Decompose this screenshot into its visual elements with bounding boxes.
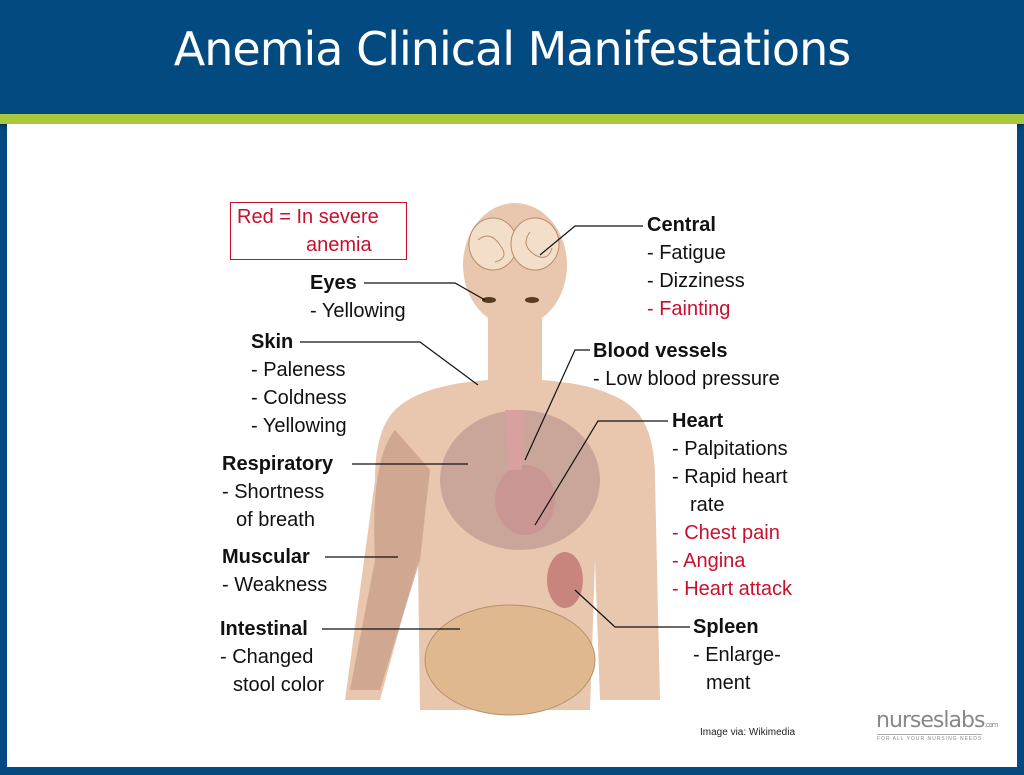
spleen-group: Spleen - Enlarge- ment — [693, 613, 781, 697]
group-title: Respiratory — [222, 453, 334, 475]
symptom: - Rapid heart — [672, 466, 788, 488]
legend-line: anemia — [306, 234, 372, 256]
symptom: - Palpitations — [672, 438, 788, 460]
logo-name: nurseslabs — [876, 708, 985, 733]
nurseslabs-logo: nurseslabs.com — [876, 708, 999, 733]
symptom: - Fatigue — [647, 242, 726, 264]
group-title: Spleen — [693, 616, 759, 638]
severe-symptom: - Chest pain — [672, 522, 780, 544]
severe-symptom: - Heart attack — [672, 578, 793, 600]
symptom: - Coldness — [251, 387, 347, 409]
symptom: - Yellowing — [310, 300, 406, 322]
accent-bar — [0, 114, 1024, 124]
symptom: of breath — [236, 509, 315, 531]
spleen-organ — [547, 552, 583, 608]
central-group: Central - Fatigue - Dizziness - Fainting — [647, 211, 745, 323]
right-eye — [525, 297, 539, 303]
symptom: - Paleness — [251, 359, 346, 381]
symptom: ment — [706, 672, 751, 694]
blood-vessels-group: Blood vessels - Low blood pressure — [593, 337, 780, 393]
muscular-group: Muscular - Weakness — [222, 543, 327, 599]
left-eye — [482, 297, 496, 303]
group-title: Eyes — [310, 272, 357, 294]
respiratory-group: Respiratory - Shortness of breath — [222, 450, 333, 534]
trachea — [505, 410, 525, 470]
logo-suffix: .com — [984, 721, 998, 729]
heart-group: Heart - Palpitations - Rapid heart rate … — [672, 407, 792, 603]
intestines — [424, 604, 596, 716]
intestinal-group: Intestinal - Changed stool color — [220, 615, 324, 699]
logo-tagline: FOR ALL YOUR NURSING NEEDS — [877, 734, 983, 742]
heart-organ — [495, 465, 555, 535]
severe-symptom: - Fainting — [647, 298, 731, 320]
group-title: Muscular — [222, 546, 310, 568]
symptom: - Shortness — [222, 481, 325, 503]
group-title: Blood vessels — [593, 340, 728, 362]
arm-muscle — [350, 430, 430, 690]
symptom: stool color — [233, 674, 325, 696]
page-title: Anemia Clinical Manifestations — [173, 22, 851, 76]
group-title: Skin — [251, 331, 294, 353]
header-banner: Anemia Clinical Manifestations — [0, 0, 1024, 114]
skin-group: Skin - Paleness - Coldness - Yellowing — [251, 328, 347, 440]
image-credit: Image via: Wikimedia — [700, 727, 796, 738]
brain — [468, 217, 560, 271]
severe-symptom: - Angina — [672, 550, 746, 572]
symptom: - Weakness — [222, 574, 328, 596]
group-title: Heart — [672, 410, 724, 432]
legend-line: Red = In severe — [237, 206, 379, 228]
group-title: Central — [647, 214, 716, 236]
symptom: - Low blood pressure — [593, 368, 780, 390]
leader-lines — [300, 225, 690, 630]
symptom: rate — [690, 494, 725, 516]
group-title: Intestinal — [220, 618, 308, 640]
symptom: - Enlarge- — [693, 644, 781, 666]
symptom: - Yellowing — [251, 415, 347, 437]
symptom: - Dizziness — [647, 270, 745, 292]
eyes-group: Eyes - Yellowing — [310, 269, 406, 325]
symptom: - Changed — [220, 646, 314, 668]
legend-box: Red = In severe anemia — [230, 202, 407, 260]
